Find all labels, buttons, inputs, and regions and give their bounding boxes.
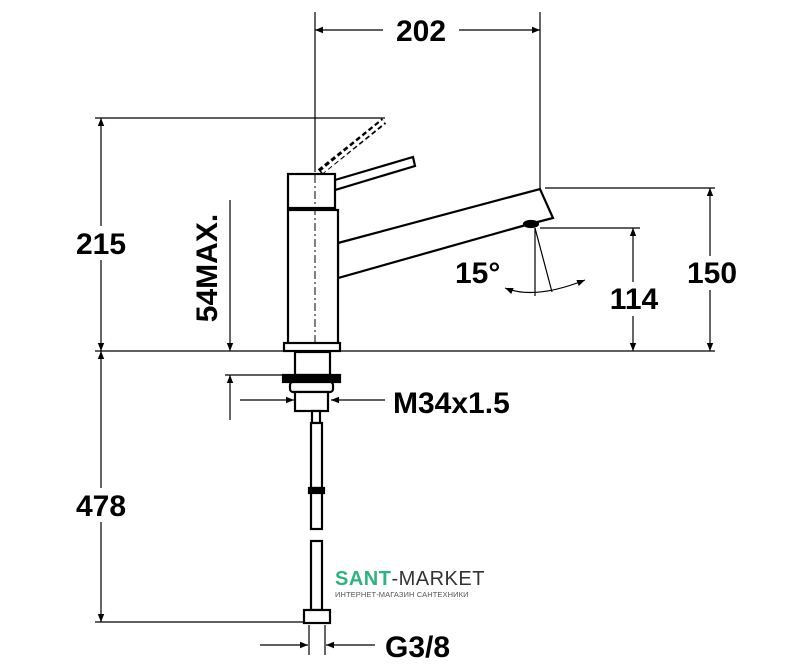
hose-neck (310, 409, 322, 425)
hose-upper (309, 421, 324, 490)
angle-swivel-line (534, 227, 553, 293)
label-54max: 54MAX. (191, 214, 224, 322)
logo-brand-part2: -MARKET (391, 568, 485, 590)
label-150: 150 (687, 257, 737, 290)
hose-middle (309, 491, 324, 531)
label-215: 215 (76, 228, 126, 261)
logo-brand-part1: SANT (335, 568, 392, 590)
label-478: 478 (76, 490, 126, 523)
dimension-labels: 202 215 54MAX. 15° 114 150 M34x1.5 478 G… (70, 15, 746, 664)
label-202: 202 (396, 15, 446, 48)
lever (333, 155, 417, 192)
thread-shank (293, 390, 330, 413)
label-15deg: 15° (455, 257, 500, 290)
hose-nut (302, 608, 332, 625)
base-ring (282, 341, 342, 353)
angle-arc (504, 279, 586, 294)
faucet-body (281, 118, 555, 625)
label-114: 114 (610, 283, 659, 316)
mounting-nut (288, 380, 335, 394)
faucet-column (286, 208, 340, 346)
sant-market-logo: SANT-MARKET ИНТЕРНЕТ-МАГАЗИН САНТЕХНИКИ (335, 568, 485, 599)
shank (293, 350, 332, 377)
label-g38: G3/8 (385, 631, 450, 664)
handle-cap (286, 172, 337, 210)
spout (336, 187, 555, 280)
label-m34: M34x1.5 (393, 387, 510, 420)
aerator (522, 219, 540, 229)
dimension-lines (95, 12, 715, 655)
logo-tagline: ИНТЕРНЕТ-МАГАЗИН САНТЕХНИКИ (335, 590, 469, 599)
hose-lower (309, 539, 324, 612)
